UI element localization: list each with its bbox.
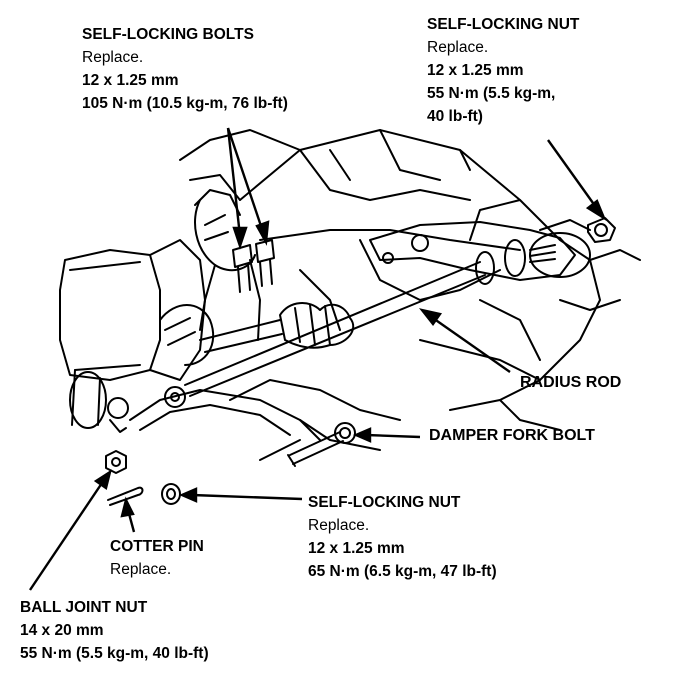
radius-rod-leader-arrow [418, 308, 511, 373]
ball-joint-callout: BALL JOINT NUT 14 x 20 mm 55 N·m (5.5 kg… [20, 596, 209, 665]
nut-top-torque-2: 40 lb-ft) [427, 108, 483, 125]
steering-knuckle [59, 239, 215, 433]
nut-top-torque-1: 55 N·m (5.5 kg-m, [427, 85, 556, 102]
nut-bottom-callout: SELF-LOCKING NUT Replace. 12 x 1.25 mm 6… [308, 491, 497, 583]
bolts-torque: 105 N·m (10.5 kg-m, 76 lb-ft) [82, 95, 288, 112]
nut-bottom-torque: 65 N·m (6.5 kg-m, 47 lb-ft) [308, 563, 497, 580]
nut-bottom-size: 12 x 1.25 mm [308, 540, 405, 557]
radius-rod-label: RADIUS ROD [520, 374, 622, 391]
bolts-note: Replace. [82, 49, 144, 66]
bolts-callout: SELF-LOCKING BOLTS Replace. 12 x 1.25 mm… [82, 23, 288, 115]
ball-joint-torque: 55 N·m (5.5 kg-m, 40 lb-ft) [20, 645, 209, 662]
lower-arm [129, 386, 321, 461]
nut-bottom-title: SELF-LOCKING NUT [308, 494, 461, 511]
nut-bottom-leader-arrow [178, 487, 303, 503]
damper-fork-bolt [287, 422, 356, 467]
radius-rod [184, 261, 486, 397]
bolts-leader-arrows [226, 127, 270, 250]
bolts-title: SELF-LOCKING BOLTS [82, 26, 254, 43]
nut-top-leader-arrow [547, 139, 607, 221]
cotter-pin-callout: COTTER PIN Replace. [110, 535, 204, 581]
self-locking-bolts [232, 239, 275, 293]
damper-bolt-label: DAMPER FORK BOLT [429, 427, 595, 444]
damper-bolt-leader-arrow [352, 427, 421, 443]
nut-bottom-note: Replace. [308, 517, 370, 534]
nut-top-note: Replace. [427, 39, 489, 56]
cotter-pin-title: COTTER PIN [110, 538, 204, 555]
nut-top-title: SELF-LOCKING NUT [427, 16, 580, 33]
bolts-size: 12 x 1.25 mm [82, 72, 179, 89]
cotter-pin-leader-arrow [120, 496, 136, 533]
cotter-pin-part [107, 486, 144, 506]
cotter-pin-note: Replace. [110, 561, 172, 578]
self-locking-nut-part [161, 483, 181, 505]
damper-fork [194, 189, 261, 341]
ball-joint-nut-part [105, 450, 127, 474]
drive-shaft [199, 302, 355, 353]
nut-top-callout: SELF-LOCKING NUT Replace. 12 x 1.25 mm 5… [427, 13, 579, 128]
nut-top-size: 12 x 1.25 mm [427, 62, 524, 79]
ball-joint-title: BALL JOINT NUT [20, 599, 148, 616]
radius-rod-bushing [369, 217, 616, 285]
ball-joint-size: 14 x 20 mm [20, 622, 104, 639]
ball-joint-leader-arrow [29, 469, 112, 591]
